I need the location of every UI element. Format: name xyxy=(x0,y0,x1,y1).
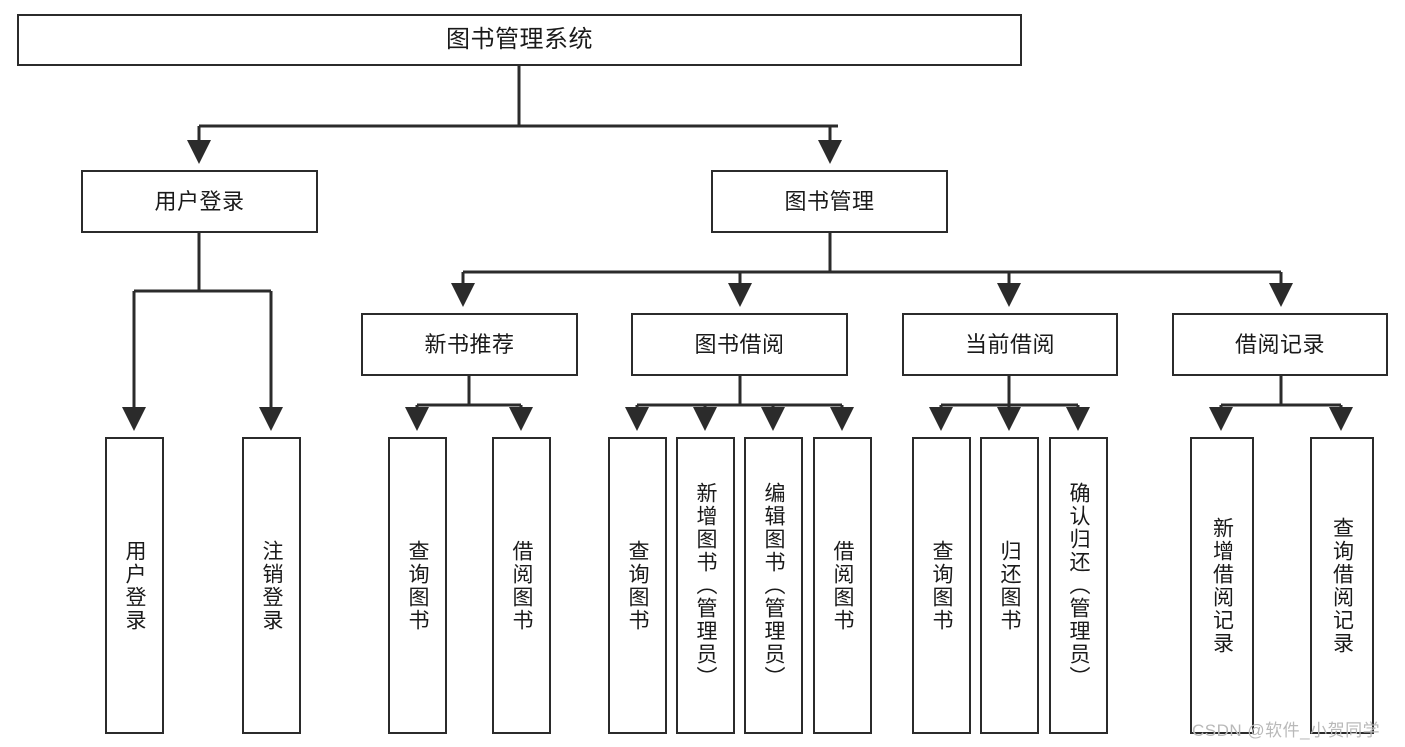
node-label: 查询图书 xyxy=(626,539,649,632)
leaf-borrow-record-add[interactable]: 新增借阅记录 xyxy=(1190,437,1254,734)
leaf-user-login-login[interactable]: 用户登录 xyxy=(105,437,164,734)
leaf-borrow-record-query[interactable]: 查询借阅记录 xyxy=(1310,437,1374,734)
node-label: 确认归还（管理员） xyxy=(1067,482,1090,689)
node-label: 借阅记录 xyxy=(1234,331,1325,357)
node-book-management[interactable]: 图书管理 xyxy=(711,170,948,233)
node-label: 用户登录 xyxy=(123,539,146,632)
leaf-current-borrow-confirm-return[interactable]: 确认归还（管理员） xyxy=(1049,437,1108,734)
node-label: 注销登录 xyxy=(260,539,283,632)
node-label: 查询图书 xyxy=(930,539,953,632)
node-root-book-management-system[interactable]: 图书管理系统 xyxy=(17,14,1022,66)
node-label: 新增图书（管理员） xyxy=(694,482,717,689)
node-book-borrow[interactable]: 图书借阅 xyxy=(631,313,848,376)
node-current-borrow[interactable]: 当前借阅 xyxy=(902,313,1118,376)
leaf-new-book-query[interactable]: 查询图书 xyxy=(388,437,447,734)
node-label: 新增借阅记录 xyxy=(1210,516,1234,655)
node-label: 借阅图书 xyxy=(510,539,533,632)
node-label: 借阅图书 xyxy=(831,539,854,632)
leaf-current-borrow-return[interactable]: 归还图书 xyxy=(980,437,1039,734)
leaf-current-borrow-query[interactable]: 查询图书 xyxy=(912,437,971,734)
node-label: 编辑图书（管理员） xyxy=(762,482,785,689)
node-label: 查询图书 xyxy=(406,539,429,632)
leaf-user-login-logout[interactable]: 注销登录 xyxy=(242,437,301,734)
node-label: 查询借阅记录 xyxy=(1330,516,1354,655)
leaf-book-borrow-query[interactable]: 查询图书 xyxy=(608,437,667,734)
node-label: 图书借阅 xyxy=(694,331,785,357)
node-label: 新书推荐 xyxy=(424,331,515,357)
node-label: 归还图书 xyxy=(998,539,1021,632)
node-new-book-recommendation[interactable]: 新书推荐 xyxy=(361,313,578,376)
node-label: 用户登录 xyxy=(154,188,245,214)
node-label: 图书管理系统 xyxy=(446,25,593,53)
node-user-login[interactable]: 用户登录 xyxy=(81,170,318,233)
node-label: 当前借阅 xyxy=(964,331,1055,357)
node-label: 图书管理 xyxy=(784,188,875,214)
node-borrow-record[interactable]: 借阅记录 xyxy=(1172,313,1388,376)
leaf-book-borrow-edit[interactable]: 编辑图书（管理员） xyxy=(744,437,803,734)
leaf-book-borrow-add[interactable]: 新增图书（管理员） xyxy=(676,437,735,734)
leaf-book-borrow-borrow[interactable]: 借阅图书 xyxy=(813,437,872,734)
leaf-new-book-borrow[interactable]: 借阅图书 xyxy=(492,437,551,734)
